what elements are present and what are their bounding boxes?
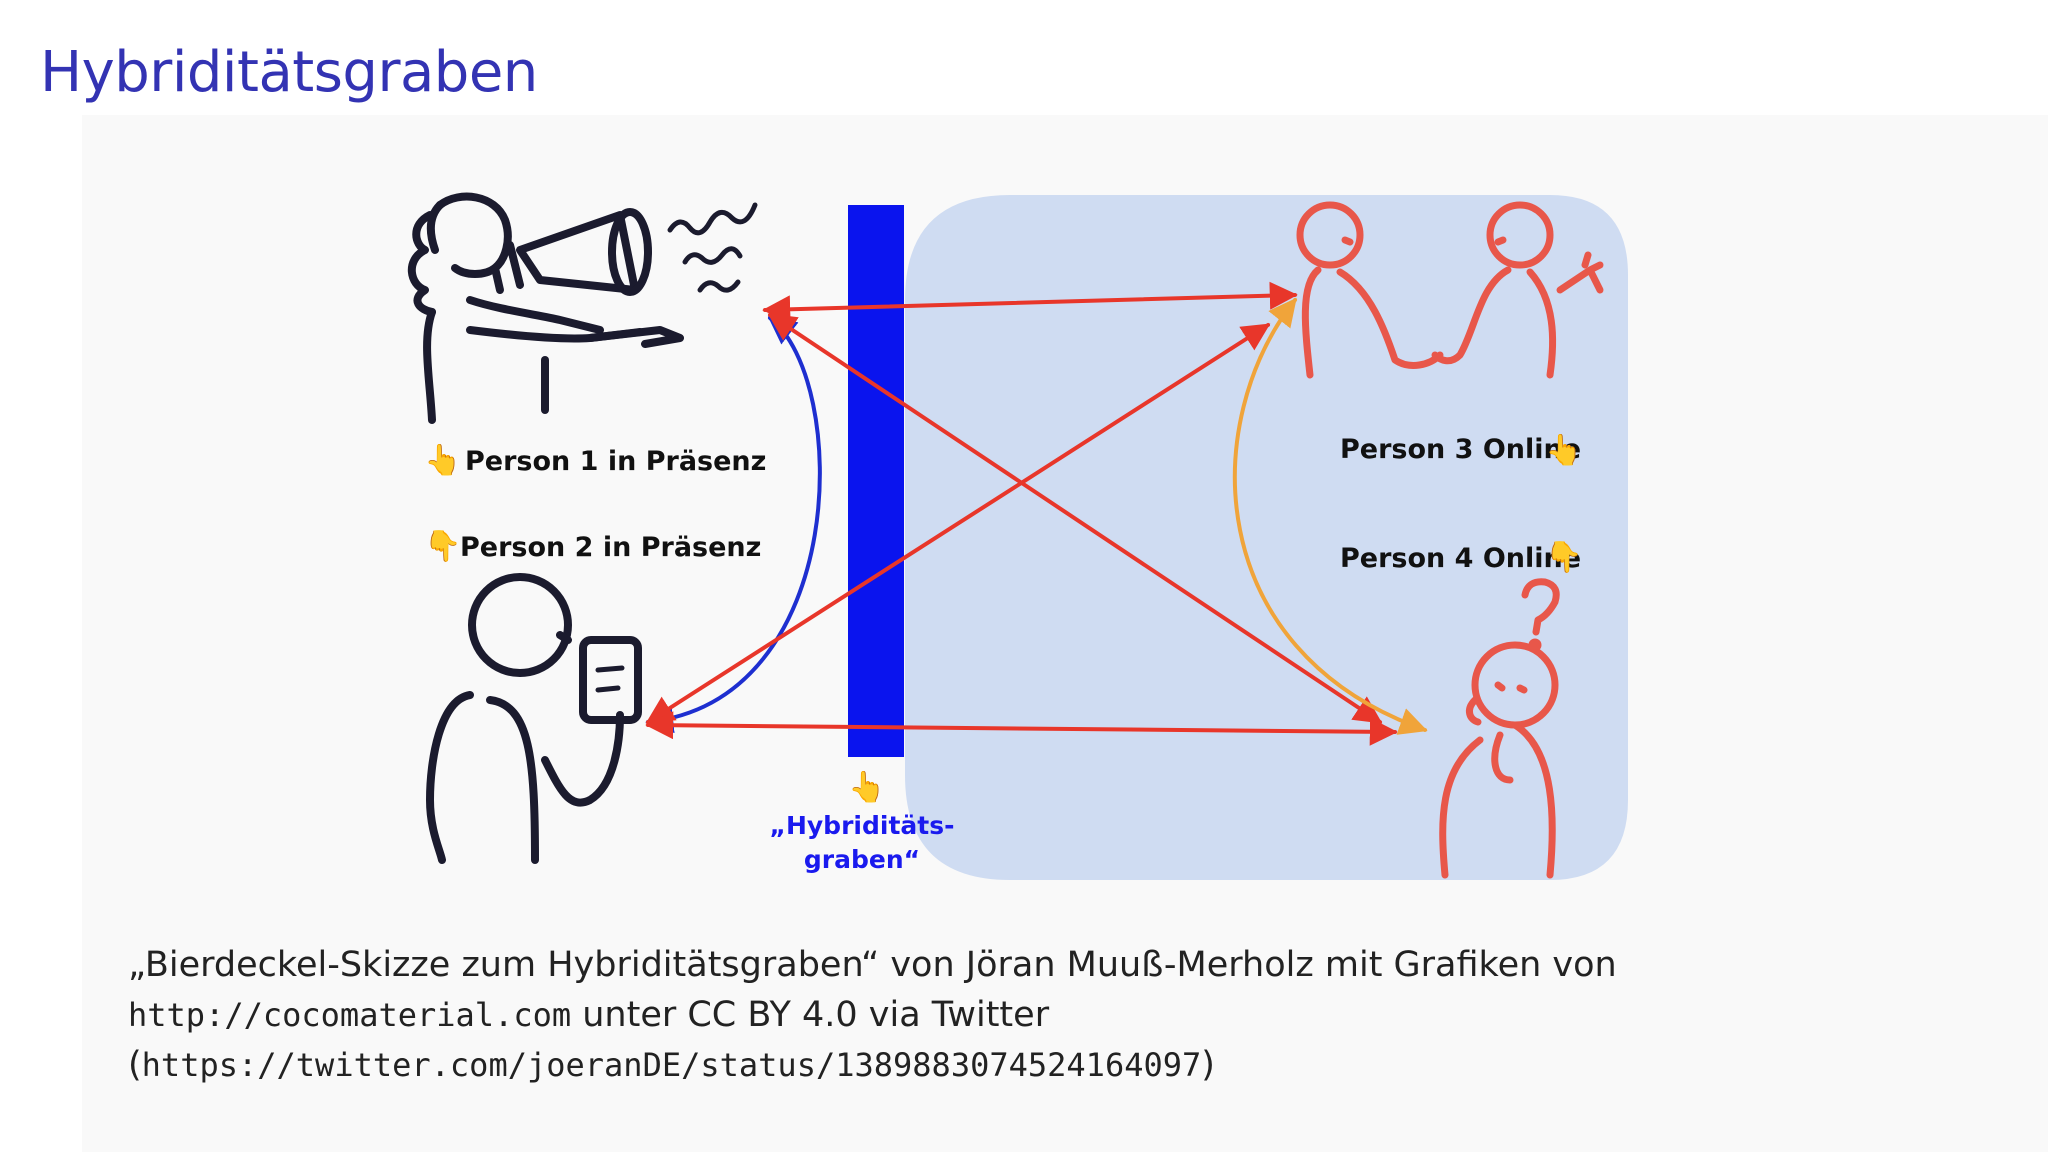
image-credit-caption: „Bierdeckel-Skizze zum Hybriditätsgraben…	[128, 940, 1928, 1090]
hand-point-icon: 👆	[1545, 432, 1582, 468]
hybrid-gap-sketch: 👆 Person 1 in Präsenz 👇 Person 2 in Präs…	[407, 192, 1628, 880]
label-graben-line1: „Hybriditäts-	[770, 811, 955, 840]
hand-point-icon: 👆	[848, 769, 885, 805]
label-person2: Person 2 in Präsenz	[460, 532, 761, 563]
paren-close: )	[1201, 1045, 1215, 1085]
cocomaterial-link[interactable]: http://cocomaterial.com	[128, 996, 572, 1034]
slide-title: Hybriditätsgraben	[40, 40, 538, 105]
twitter-link[interactable]: https://twitter.com/joeranDE/status/1389…	[141, 1046, 1202, 1084]
label-person4: Person 4 Online	[1340, 543, 1581, 574]
arrow-presence-presence	[645, 316, 822, 734]
hand-point-down-icon: 👇	[424, 529, 461, 564]
caption-line1: „Bierdeckel-Skizze zum Hybriditätsgraben…	[128, 945, 1617, 985]
hand-point-down-icon: 👇	[1545, 540, 1582, 575]
label-person3: Person 3 Online	[1340, 434, 1581, 465]
person4-thinking-figure	[1439, 578, 1560, 879]
caption-license-text: unter CC BY 4.0 via Twitter	[571, 995, 1050, 1035]
person1-megaphone-figure	[407, 192, 758, 424]
arrow-p2-p3	[645, 323, 1271, 724]
hand-point-icon: 👆	[424, 442, 461, 478]
communication-arrows	[645, 281, 1428, 746]
paren-open: (	[128, 1045, 142, 1085]
arrow-online-online	[1232, 297, 1428, 735]
person2-phone-figure	[426, 573, 642, 864]
caption-line3: (https://twitter.com/joeranDE/status/138…	[128, 1040, 1928, 1090]
arrow-p1-p3	[762, 281, 1298, 324]
label-person1: Person 1 in Präsenz	[465, 446, 766, 477]
label-graben-line2: graben“	[804, 845, 920, 874]
hybridity-gap-wall	[848, 205, 904, 757]
caption-line2: http://cocomaterial.com unter CC BY 4.0 …	[128, 990, 1928, 1040]
